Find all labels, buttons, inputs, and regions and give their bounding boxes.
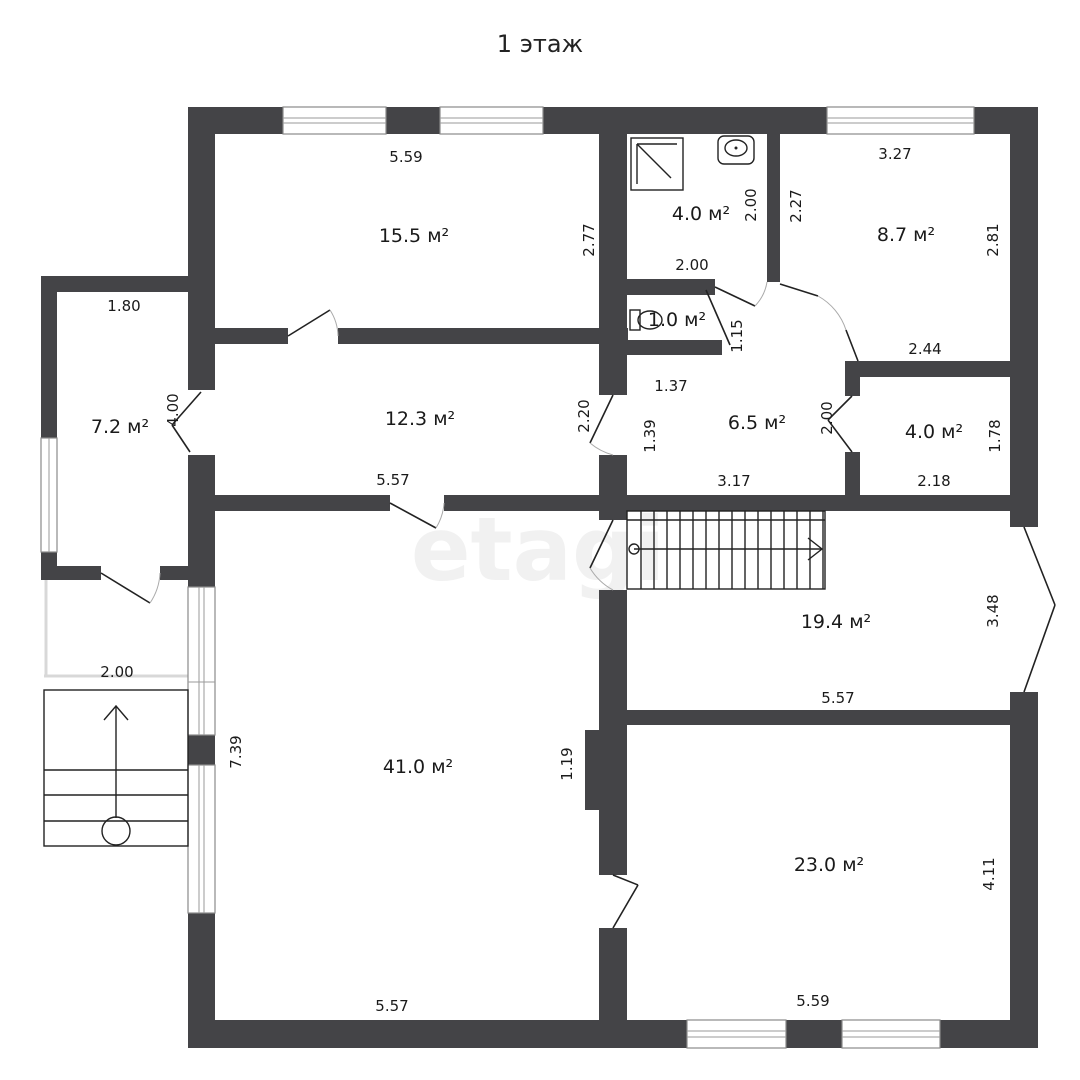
shower-icon — [630, 137, 684, 191]
door-veranda-exit — [100, 572, 161, 604]
dimension-label: 3.48 — [984, 594, 1002, 627]
dimension-label: 2.00 — [675, 256, 708, 274]
room-area-label: 19.4 м² — [801, 611, 871, 633]
window-left-1 — [187, 586, 216, 736]
dimension-label: 1.19 — [558, 747, 576, 780]
dimension-label: 2.00 — [742, 188, 760, 221]
toilet-icon — [629, 309, 663, 331]
dimension-label: 3.17 — [717, 472, 750, 490]
interior-staircase-icon — [626, 510, 826, 590]
door-stairs — [589, 519, 614, 591]
dimension-label: 4.11 — [980, 857, 998, 890]
window-top-1 — [282, 106, 387, 135]
door-bath — [714, 281, 768, 307]
door-wc — [705, 289, 731, 346]
dimension-label: 2.00 — [100, 663, 133, 681]
door-exterior-right — [1023, 526, 1056, 693]
dimension-label: 5.59 — [796, 992, 829, 1010]
room-area-label: 4.0 м² — [905, 421, 963, 443]
dimension-label: 2.27 — [787, 189, 805, 222]
porch-steps-icon — [43, 689, 189, 847]
dimension-labels: 5.59 2.77 2.00 2.00 3.27 2.27 2.81 2.44 … — [100, 145, 1004, 1015]
room-area-label: 1.0 м² — [648, 309, 706, 331]
dimension-label: 2.00 — [818, 401, 836, 434]
dimension-label: 2.18 — [917, 472, 950, 490]
room-area-label: 12.3 м² — [385, 408, 455, 430]
sink-icon — [717, 135, 755, 165]
door-hall-corridor — [589, 394, 614, 456]
room-area-label: 15.5 м² — [379, 225, 449, 247]
window-left-2 — [187, 764, 216, 914]
dimension-label: 5.57 — [375, 997, 408, 1015]
door-storage — [827, 395, 853, 453]
dimension-label: 1.37 — [654, 377, 687, 395]
door-living — [389, 502, 445, 529]
window-bottom-1 — [686, 1019, 787, 1049]
window-top-2 — [439, 106, 544, 135]
door-room8 — [779, 283, 859, 362]
window-bottom-2 — [841, 1019, 941, 1049]
room-area-label: 6.5 м² — [728, 412, 786, 434]
dimension-label: 1.39 — [641, 419, 659, 452]
dimension-label: 1.78 — [986, 419, 1004, 452]
room-area-label: 4.0 м² — [672, 203, 730, 225]
dimension-label: 2.44 — [908, 340, 941, 358]
dimension-label: 4.00 — [164, 393, 182, 426]
room-area-label: 8.7 м² — [877, 224, 935, 246]
room-area-label: 41.0 м² — [383, 756, 453, 778]
window-veranda — [40, 437, 58, 553]
dimension-label: 1.15 — [728, 319, 746, 352]
dimension-label: 1.80 — [107, 297, 140, 315]
room-area-label: 23.0 м² — [794, 854, 864, 876]
dimension-label: 2.20 — [575, 399, 593, 432]
porch-outline — [44, 576, 188, 678]
dimension-label: 5.57 — [821, 689, 854, 707]
doors — [100, 281, 1056, 929]
dimension-label: 5.59 — [389, 148, 422, 166]
dimension-label: 2.81 — [984, 223, 1002, 256]
room-area-label: 7.2 м² — [91, 416, 149, 438]
dimension-label: 7.39 — [227, 735, 245, 768]
window-top-3 — [826, 106, 975, 135]
dimension-label: 5.57 — [376, 471, 409, 489]
door-veranda — [171, 391, 202, 453]
dimension-label: 2.77 — [580, 223, 598, 256]
windows — [40, 106, 975, 1049]
dimension-label: 3.27 — [878, 145, 911, 163]
room-areas: 15.5 м² 4.0 м² 8.7 м² 1.0 м² 7.2 м² 12.3… — [91, 203, 963, 876]
floor-title: 1 этаж — [496, 30, 584, 58]
door-room23 — [612, 874, 639, 929]
door-15-corridor — [287, 309, 339, 337]
